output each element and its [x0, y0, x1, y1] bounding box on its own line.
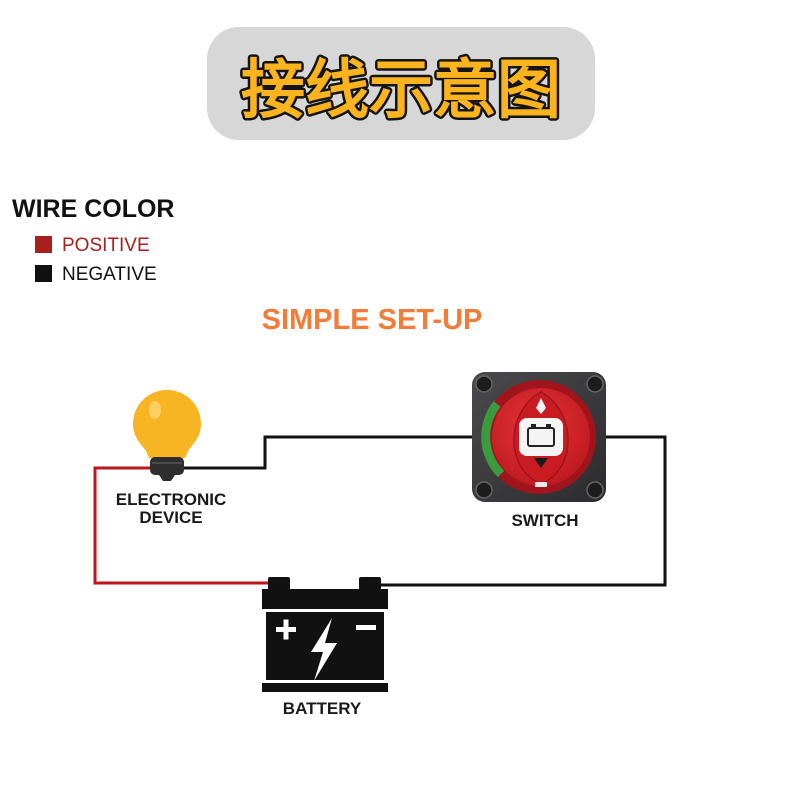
- page-title: 接线示意图: [241, 54, 561, 128]
- battery-terminal-negative: [359, 577, 381, 590]
- battery-base: [262, 683, 388, 692]
- battery-icon: [262, 577, 388, 692]
- legend-swatch-positive: [35, 236, 52, 253]
- negative-wire-device-to-switch: [183, 435, 474, 470]
- lightning-bolt-icon: [311, 618, 337, 681]
- switch-face-plate: [519, 418, 563, 456]
- device-label-line2: DEVICE: [139, 508, 202, 527]
- bulb-glass: [133, 390, 201, 458]
- wire-color-legend: WIRE COLOR POSITIVE NEGATIVE: [12, 195, 175, 285]
- legend-swatch-negative: [35, 265, 52, 282]
- legend-heading: WIRE COLOR: [12, 195, 175, 223]
- switch-pointer-arrow: [534, 458, 548, 468]
- device-label-line1: ELECTRONIC: [116, 490, 227, 509]
- wires: [93, 435, 667, 587]
- positive-wire: [93, 466, 275, 585]
- light-bulb-icon: [133, 390, 201, 481]
- battery-terminal-positive: [268, 577, 290, 590]
- legend-label-positive: POSITIVE: [62, 235, 150, 256]
- device-label: ELECTRONIC DEVICE: [116, 490, 227, 527]
- battery-switch-icon: [472, 372, 606, 502]
- title-banner-background: [207, 27, 595, 140]
- bulb-tip: [159, 475, 175, 481]
- switch-lever-top-mark: [536, 398, 546, 414]
- legend-label-negative: NEGATIVE: [62, 264, 157, 285]
- negative-wire-switch-to-battery: [372, 435, 667, 587]
- minus-icon: [356, 625, 376, 630]
- switch-screw-holes: [475, 375, 604, 499]
- switch-label: SWITCH: [511, 511, 578, 530]
- bulb-base: [150, 457, 184, 475]
- battery-label: BATTERY: [283, 699, 362, 718]
- plus-icon: [276, 619, 296, 640]
- setup-title: SIMPLE SET-UP: [262, 304, 483, 336]
- title-banner: 接线示意图: [207, 27, 595, 140]
- switch-on-indicator-arc: [481, 401, 505, 478]
- switch-bottom-tag: [535, 482, 547, 487]
- switch-battery-symbol: [527, 424, 555, 447]
- bulb-highlight: [149, 401, 161, 419]
- battery-lid: [262, 589, 388, 609]
